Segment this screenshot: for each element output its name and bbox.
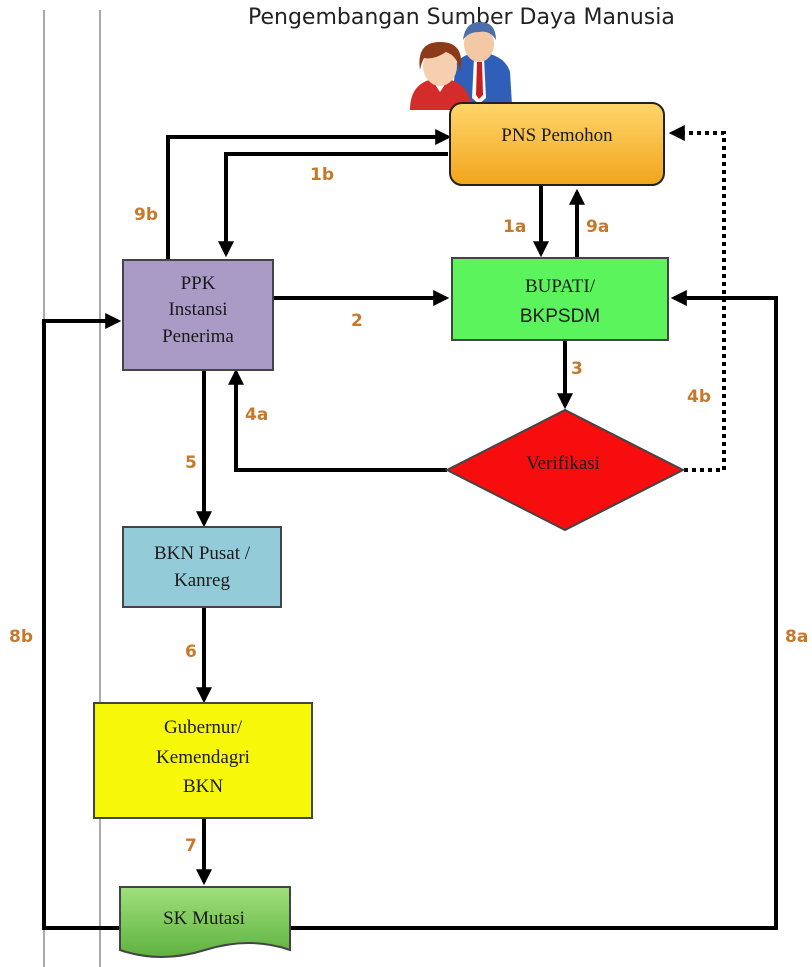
edge-4b <box>668 125 726 472</box>
node-pns-pemohon-label: PNS Pemohon <box>501 125 613 146</box>
node-ppk-line-1: PPK <box>181 273 216 294</box>
node-verifikasi-label: Verifikasi <box>526 453 600 474</box>
step-label-7: 7 <box>185 836 197 856</box>
node-sk-mutasi-label: SK Mutasi <box>163 908 245 929</box>
node-verifikasi[interactable]: Verifikasi <box>444 408 686 532</box>
node-sk-mutasi[interactable]: SK Mutasi <box>119 886 291 958</box>
edge-9b <box>166 129 452 262</box>
node-bkn-line-2: Kanreg <box>174 570 230 591</box>
edge-1b <box>218 152 448 258</box>
edge-8a <box>290 290 778 930</box>
node-ppk-line-3: Penerima <box>162 326 234 347</box>
step-label-8b: 8b <box>9 627 33 647</box>
step-label-2: 2 <box>351 311 363 331</box>
step-label-4a: 4a <box>245 405 268 425</box>
edge-4a <box>228 368 447 472</box>
users-icon <box>410 22 512 110</box>
node-gubernur-line-3: BKN <box>183 776 223 797</box>
header-title: Pengembangan Sumber Daya Manusia <box>248 5 675 30</box>
edge-8b <box>42 313 122 930</box>
step-label-1a: 1a <box>503 217 526 237</box>
node-pns-pemohon[interactable]: PNS Pemohon <box>449 102 665 186</box>
node-bkn-pusat[interactable]: BKN Pusat / Kanreg <box>122 526 282 608</box>
node-bkn-line-1: BKN Pusat / <box>154 543 251 564</box>
step-label-1b: 1b <box>310 165 334 185</box>
step-label-9a: 9a <box>586 217 609 237</box>
node-bupati-bkpsdm[interactable]: BUPATI/ BKPSDM <box>451 257 669 341</box>
node-gubernur[interactable]: Gubernur/ Kemendagri BKN <box>93 702 313 819</box>
node-bupati-line-1: BUPATI/ <box>525 276 596 297</box>
step-label-9b: 9b <box>134 205 158 225</box>
node-gubernur-line-1: Gubernur/ <box>164 717 243 738</box>
node-gubernur-line-2: Kemendagri <box>156 747 250 768</box>
step-label-5: 5 <box>185 453 197 473</box>
step-label-8a: 8a <box>785 627 808 647</box>
node-ppk-instansi[interactable]: PPK Instansi Penerima <box>122 259 274 371</box>
node-bupati-line-2: BKPSDM <box>520 306 600 327</box>
node-ppk-line-2: Instansi <box>168 299 227 320</box>
step-label-3: 3 <box>571 359 583 379</box>
step-label-6: 6 <box>185 642 197 662</box>
step-label-4b: 4b <box>687 387 711 407</box>
